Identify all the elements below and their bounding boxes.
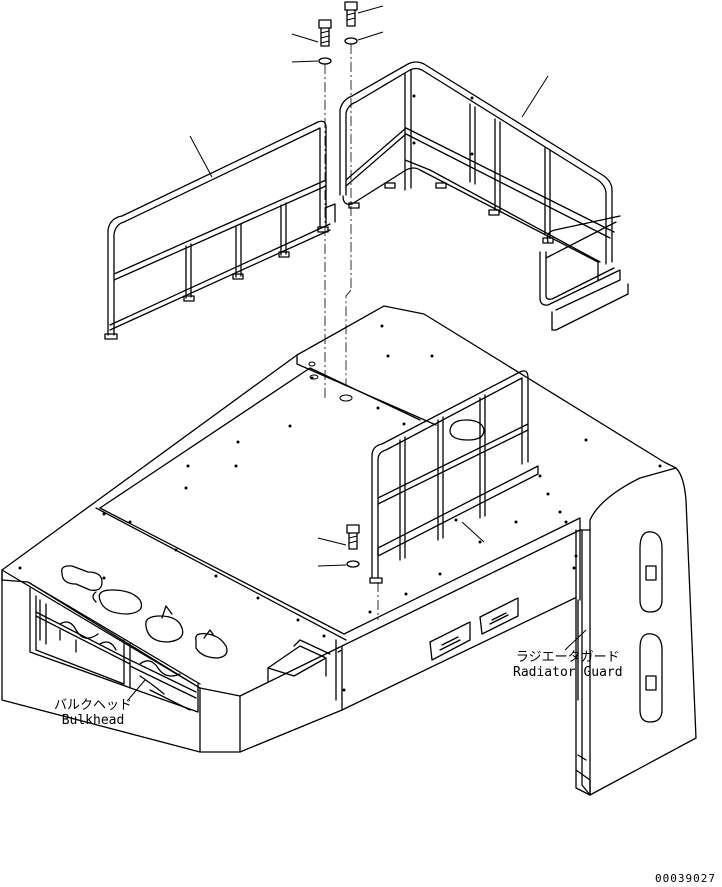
machine-deck-body xyxy=(1,305,697,796)
left-handrail xyxy=(104,120,336,340)
right-handrail-leader xyxy=(521,75,549,118)
bolt-leader-lines xyxy=(291,5,384,63)
top-bolt-right xyxy=(344,1,358,27)
middle-washer xyxy=(346,560,360,568)
middle-bolt-leaders xyxy=(317,537,347,567)
left-handrail-leader xyxy=(189,135,213,178)
top-bolt-left xyxy=(318,19,332,47)
top-washer-left xyxy=(318,57,332,65)
radiator-guard-label: ラジエータガード Radiator Guard xyxy=(513,650,623,680)
middle-bolt xyxy=(346,524,360,550)
center-handrail-leader xyxy=(461,521,485,543)
bulkhead-label-en: Bulkhead xyxy=(61,713,125,728)
radiator-guard-leader xyxy=(564,629,587,651)
right-handrail xyxy=(339,61,629,331)
bulkhead-leader xyxy=(127,679,146,701)
radiator-guard-label-en: Radiator Guard xyxy=(513,665,623,680)
top-washer-right xyxy=(344,37,358,45)
center-handrail xyxy=(369,370,539,584)
bulkhead-label-jp: バルクヘッド xyxy=(54,698,133,713)
drawing-code: 00039027 xyxy=(655,872,716,885)
radiator-guard-label-jp: ラジエータガード xyxy=(515,650,620,665)
bulkhead-label: バルクヘッド Bulkhead xyxy=(54,698,132,728)
